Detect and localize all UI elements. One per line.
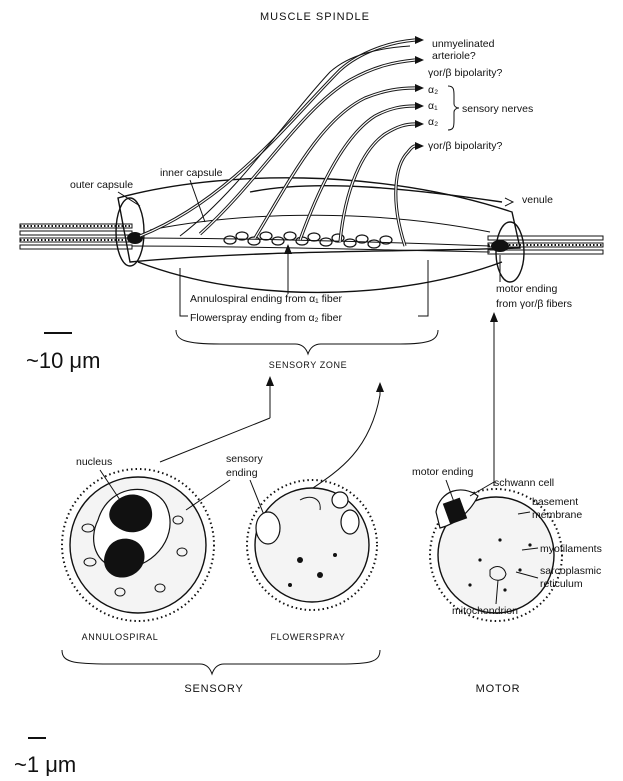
leader-schwann-cell [470,482,494,496]
sensory-endings-cluster [224,232,392,248]
label-myofilaments: myofilaments [540,543,602,555]
caption-annulospiral: ANNULOSPIRAL [82,632,159,642]
label-basement-1: basement [532,496,578,508]
label-sarcoplasmic-1: sarcoplasmic [540,565,601,577]
capsule-lower-contour [138,262,502,292]
nerve-label-group: unmyelinated arteriole? γor/β bipolarity… [428,38,533,152]
label-outer-capsule: outer capsule [70,179,133,191]
label-inner-capsule: inner capsule [160,167,223,179]
label-sarcoplasmic-2: reticulum [540,578,583,590]
label-nucleus: nucleus [76,456,112,468]
label-sensory-nerves: sensory nerves [462,103,533,115]
nerve-fiber-6 [396,146,415,246]
label-arteriole: arteriole? [432,50,476,62]
label-schwann-cell: schwann cell [494,477,554,489]
label-alpha2-a: α₂ [428,84,438,96]
label-sensory-zone: SENSORY ZONE [269,360,347,370]
spindle-body [20,178,603,293]
central-fiber-2 [132,246,490,252]
label-motor-ending-cs: motor ending [412,466,473,478]
label-alpha2-b: α₂ [428,116,438,128]
scale-bar-bottom-label: ~1 μm [14,752,76,777]
diagram-title: MUSCLE SPINDLE [260,11,370,23]
label-flowerspray-ending: Flowerspray ending from α₂ fiber [190,312,342,324]
leader-flowerspray-right [418,260,428,316]
arrowhead-annulospiral [284,244,292,254]
label-motor-ending-1: motor ending [496,283,557,295]
caption-motor: MOTOR [476,683,521,695]
sensory-brace [62,650,380,674]
venule-vessel [250,186,502,202]
scale-bar-top-label: ~10 μm [26,348,100,373]
motor-ending-left [127,232,143,244]
label-basement-2: membrane [532,509,582,521]
label-unmyelinated: unmyelinated [432,38,495,50]
label-venule: venule [522,194,553,206]
nerve-fiber-2 [200,60,415,234]
caption-sensory: SENSORY [184,683,243,695]
label-bipolarity-2: γor/β bipolarity? [428,140,502,152]
flowerspray-cross-section [247,480,377,610]
connector-arrows [160,312,498,490]
label-annulospiral-ending: Annulospiral ending from α₁ fiber [190,293,343,305]
label-mitochondrion: mitochondrion [452,605,518,617]
intrafusal-fibers-left [20,224,132,249]
central-fiber-1 [132,238,490,246]
capsule-left-end [116,198,144,266]
motor-ending-right [491,240,509,252]
label-alpha1: α₁ [428,100,438,112]
label-sensory-ending-2: ending [226,467,258,479]
annulospiral-cross-section [62,469,214,621]
sensory-zone-brace [176,330,438,354]
nerve-fibers [140,36,424,246]
inner-capsule-shape [150,215,490,232]
label-motor-ending-2: from γor/β fibers [496,298,572,310]
caption-flowerspray: FLOWERSPRAY [271,632,346,642]
leader-sensory-ending-a [186,480,230,510]
sensory-nerves-brace [448,86,459,130]
venule-arrow [505,198,513,206]
label-bipolarity-1: γor/β bipolarity? [428,67,502,79]
fiber-arrowheads [415,36,424,150]
label-sensory-ending-1: sensory [226,453,264,465]
